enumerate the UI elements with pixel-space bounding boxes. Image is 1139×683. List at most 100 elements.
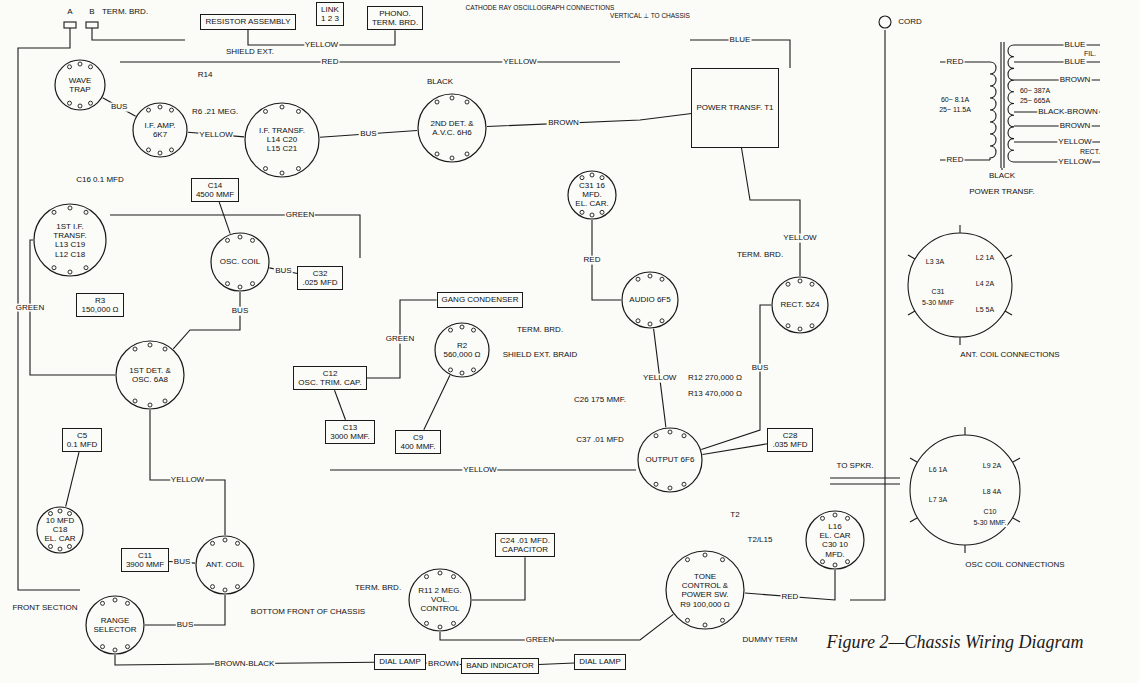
socket-pin [798,279,802,283]
component-label: C30 10 MFD. [813,540,857,558]
wire-color-label: BROWN [427,659,460,668]
text-holder: OUTPUT 6F6 [646,455,695,464]
component-label: RECT. 5Z4 [779,300,822,309]
socket-pin [163,399,167,403]
wire-connector [320,130,417,137]
socket-pin [148,403,152,407]
component-label: OUTPUT 6F6 [646,455,695,464]
socket-pin [465,152,469,156]
socket-circle: 2ND DET. & A.V.C. 6H6 [417,93,487,163]
annotation-label: L7 3A [928,496,948,504]
component-label: .035 MFD [772,440,807,449]
wire-color-label: GREEN [15,303,45,312]
component-label: EL. CAR [813,531,857,540]
component-box: C12OSC. TRIM. CAP. [293,366,366,390]
component-label: VOL. CONTROL [416,595,463,613]
socket-pin [113,648,117,652]
socket-pin [703,623,707,627]
socket-ring [55,60,105,110]
socket-pin [682,482,686,486]
text-holder: RANGE SELECTOR [93,616,137,634]
component-label: R9 100,000 Ω [675,599,734,608]
socket-pin [49,544,53,548]
text-holder: OSC. COIL [218,257,262,266]
annotation-label: L8 4A [982,488,1002,496]
component-label: C5 [67,431,98,440]
socket-pin [280,171,284,175]
annotation-label: L5 5A [975,306,995,314]
text-holder: C28.035 MFD [772,431,807,449]
wire-connector [335,390,346,420]
component-label: AUDIO 6F5 [629,295,672,304]
component-label: TONE CONTROL & POWER SW. [675,572,734,600]
annotation-label: A [66,8,73,17]
socket-pin [660,319,664,323]
component-label: RESISTOR ASSEMBLY [205,17,290,26]
annotation-label: R14 [197,71,214,80]
annotation-label: ANT. COIL CONNECTIONS [959,351,1060,360]
text-holder: C133000 MMF. [330,423,370,441]
annotation-label: T2/L15 [747,536,774,545]
coil-pins [908,225,1012,345]
annotation-label: YELLOW [462,466,497,475]
socket-circle: I.F. TRANSF.L14 C20L15 C21 [244,102,320,178]
component-box: LINK1 2 3 [316,2,344,26]
socket-pin [686,618,690,622]
socket-pin [238,235,242,239]
socket-pin [460,325,464,329]
component-box: C9400 MMF. [395,430,440,454]
wire-color-label: BUS [173,558,191,567]
component-label: POWER TRANSF. T1 [696,103,773,112]
socket-pin [425,575,429,579]
coil-base [910,435,1020,545]
socket-pin [264,167,268,171]
socket-pin [660,277,664,281]
chassis-wire [92,28,185,40]
socket-circle: L16EL. CARC30 10 MFD. [805,510,865,570]
wire-color-label: BUS [231,307,249,316]
socket-circle: AUDIO 6F5 [621,271,679,329]
wire-color-label: RED [583,256,602,265]
wire-connector [66,452,79,506]
socket-pin [721,618,725,622]
socket-pin [68,544,72,548]
socket-pin [435,152,439,156]
socket-circle: TONE CONTROL & POWER SW.R9 100,000 Ω [665,550,745,630]
component-label: GANG CONDENSER [442,295,519,304]
wire-color-label: RED [780,592,799,601]
component-box: C113900 MMF [121,548,169,572]
component-box: DIAL LAMP [574,654,626,669]
socket-pin [101,601,105,605]
annotation-label: 60~ 387A [1019,87,1051,95]
wire-color-label: YELLOW [170,476,205,485]
ant-coil-connections-drawing [908,225,1012,345]
annotation-label: BLUE [1064,58,1087,67]
annotation-label: SHIELD EXT. BRAID [502,351,579,360]
annotation-label: VERTICAL ⊥ TO CHASSIS [609,12,691,19]
core-lead [1001,168,1002,170]
socket-ring [418,94,486,162]
component-label: DIAL LAMP [379,657,421,666]
text-holder: DIAL LAMP [579,657,621,666]
component-label: C11 [126,551,164,560]
text-holder: C113900 MMF [126,551,164,569]
socket-circle: C31 16 MFD.EL. CAR. [567,170,617,220]
socket-pin [58,547,62,551]
text-holder: ANT. COIL [203,560,247,569]
socket-pin [68,206,72,210]
socket-pin [84,266,88,270]
secondary-coil [1008,45,1014,162]
annotation-label: RED [946,58,965,67]
text-holder: R3150,000 Ω [81,296,118,314]
annotation-label: RED [321,58,340,67]
component-label: OSC. COIL [218,257,262,266]
wire-color-label: BUS [110,103,128,112]
component-label: C12 [298,369,361,378]
component-label: OSC. TRIM. CAP. [298,378,361,387]
text-holder: RESISTOR ASSEMBLY [205,17,290,26]
component-label: C9 [400,433,435,442]
socket-ring [666,551,744,629]
annotation-label: OSC COIL CONNECTIONS [964,561,1065,570]
socket-ring [622,272,678,328]
component-label: L12 C18 [43,249,98,258]
